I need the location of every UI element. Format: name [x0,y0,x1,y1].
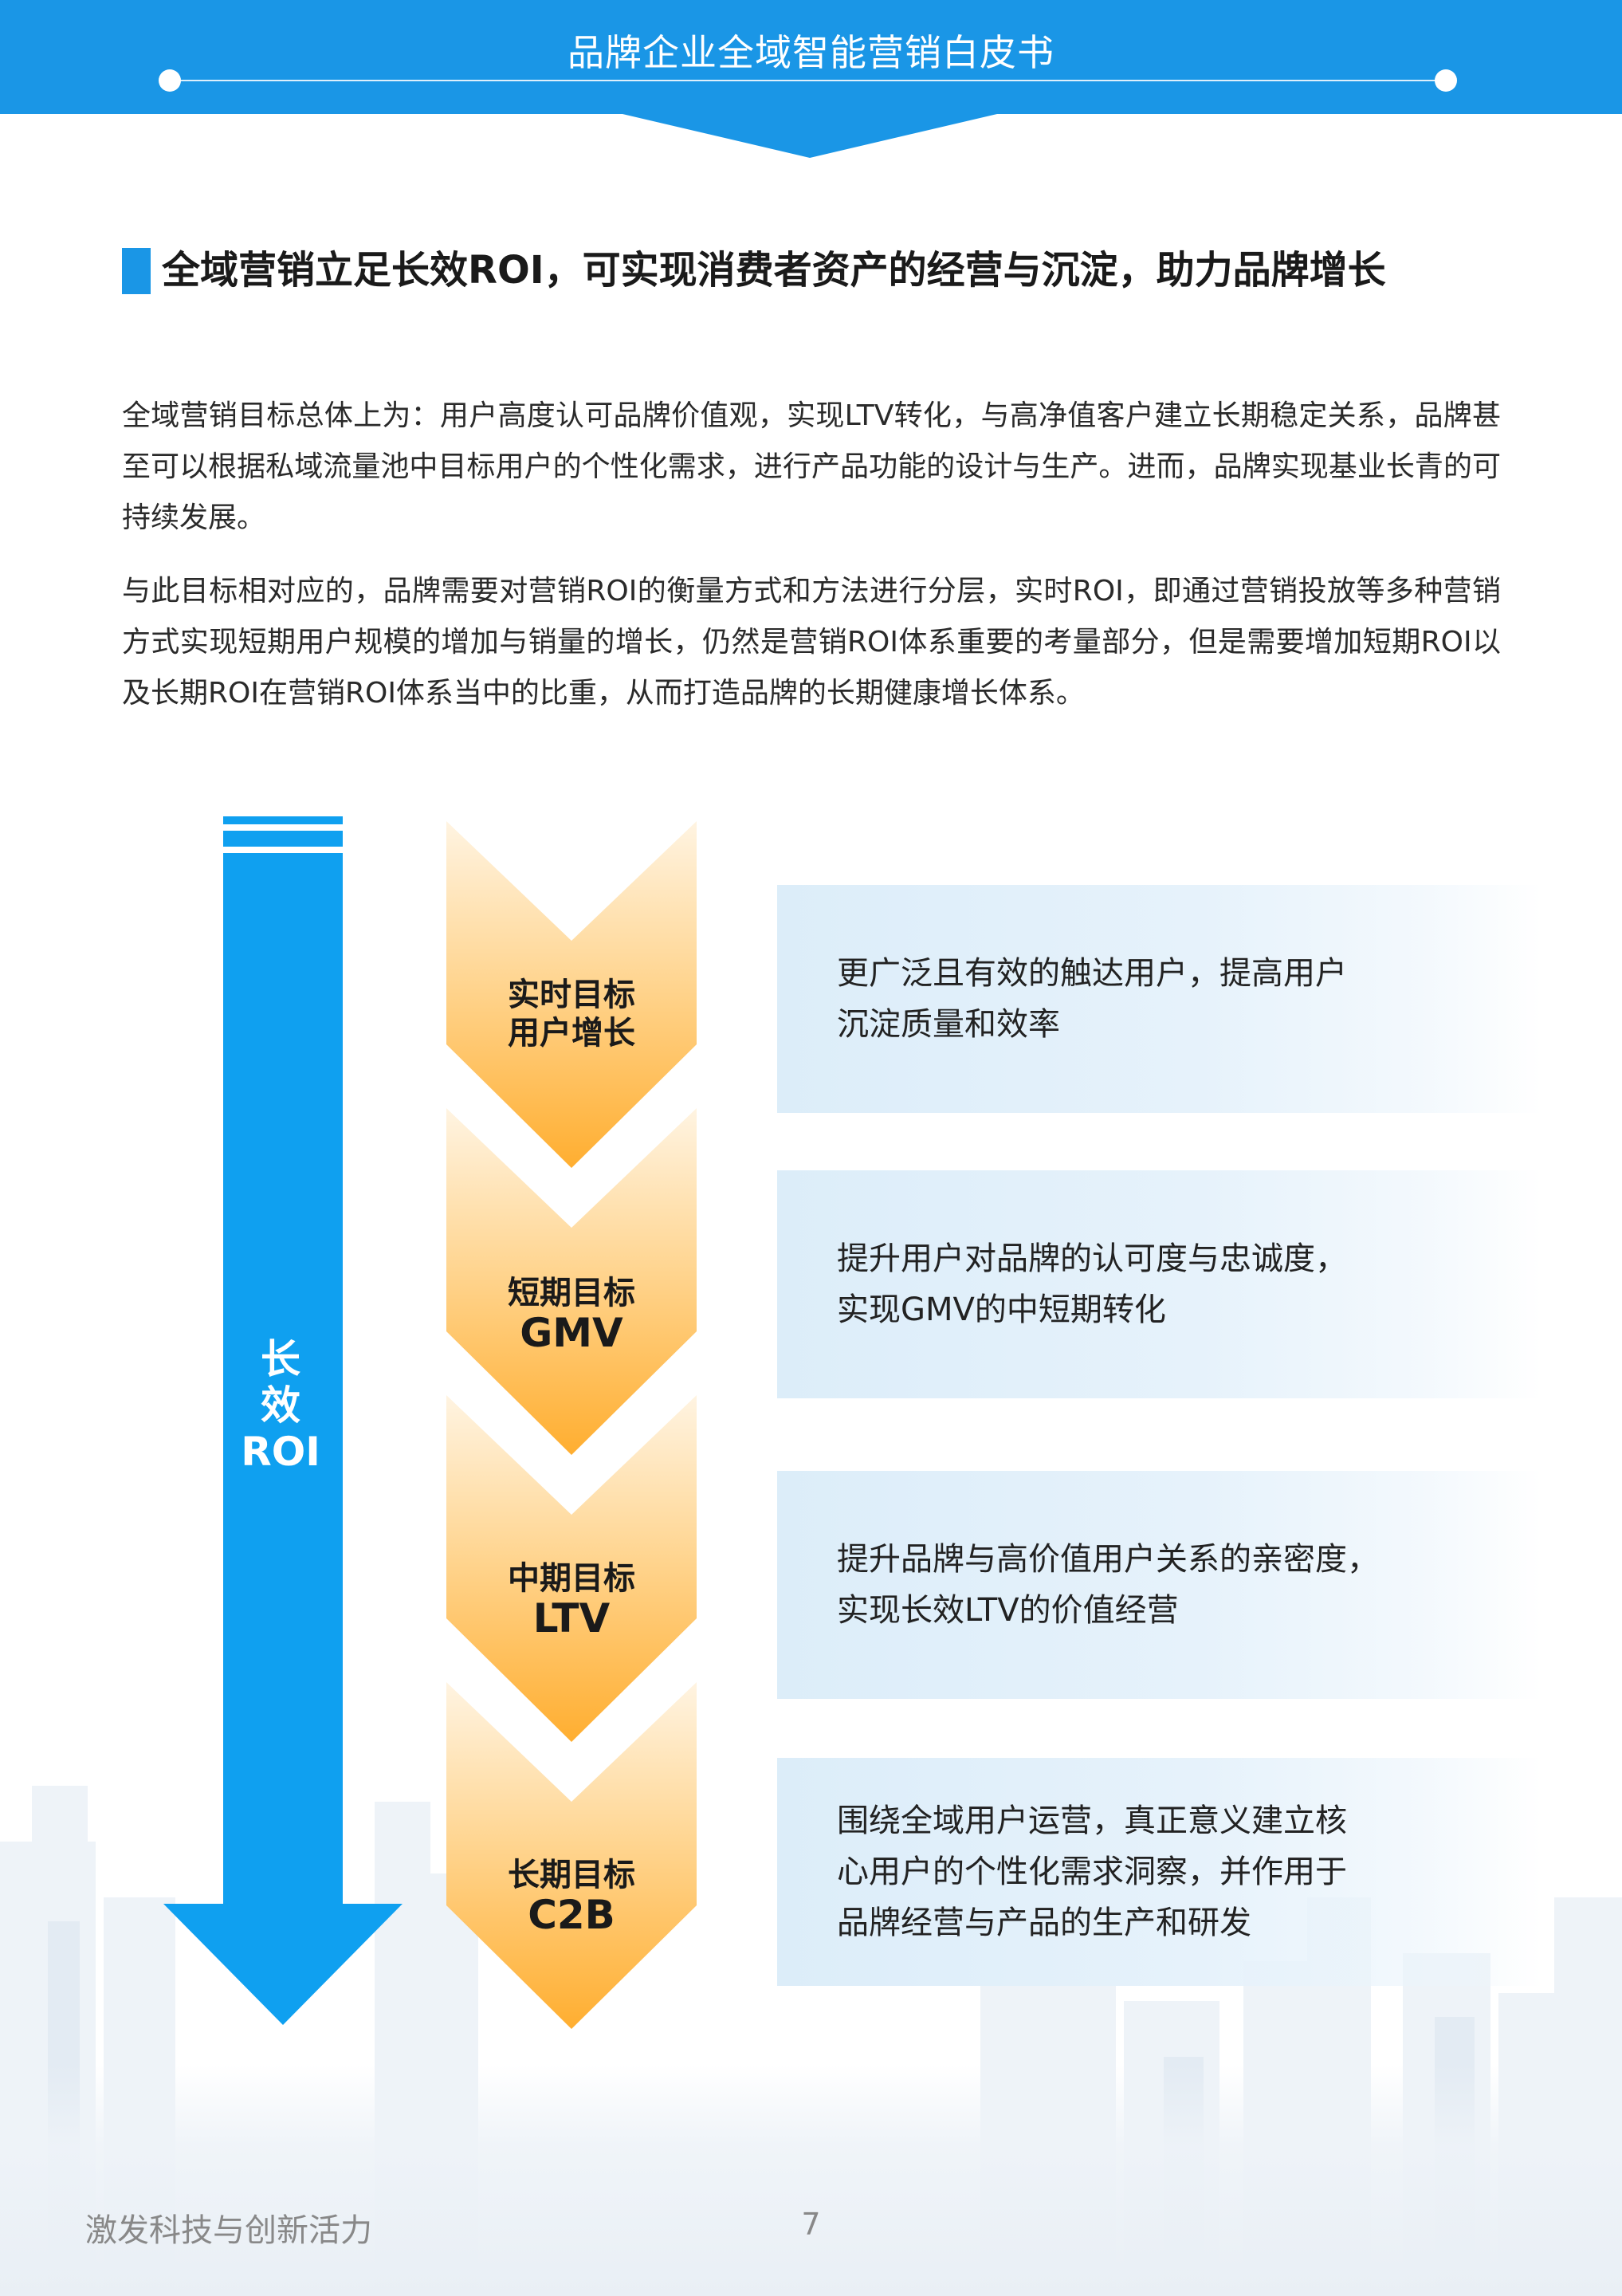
section-heading: 全域营销立足长效ROI，可实现消费者资产的经营与沉淀，助力品牌增长 [162,248,1386,293]
stage-3-description-box: 提升品牌与高价值用户关系的亲密度， 实现长效LTV的价值经营 [777,1471,1542,1699]
stage-2-description: 提升用户对品牌的认可度与忠诚度， 实现GMV的中短期转化 [837,1233,1494,1335]
stage-3-subtitle: LTV [532,1595,611,1641]
stage-1-desc-line-1: 更广泛且有效的触达用户，提高用户 [837,955,1347,992]
header-band: 品牌企业全域智能营销白皮书 [0,0,1622,114]
chevron-2 [446,1108,697,1455]
stage-chevrons [446,821,697,2029]
chevron-4 [446,1682,697,2029]
arrow-label-line-3: ROI [241,1429,320,1475]
footer-slogan: 激发科技与创新活力 [85,2212,372,2249]
section-marker [122,248,151,294]
stage-1-subtitle: 用户增长 [508,1015,635,1052]
stage-1-description: 更广泛且有效的触达用户，提高用户 沉淀质量和效率 [837,948,1494,1050]
stage-4-title: 长期目标 [508,1857,635,1893]
stage-4-description-box: 围绕全域用户运营，真正意义建立核 心用户的个性化需求洞察，并作用于 品牌经营与产… [777,1758,1542,1986]
stage-3-title: 中期目标 [508,1560,635,1597]
stage-2-title: 短期目标 [508,1275,635,1311]
arrow-label-line-1: 长 [261,1336,300,1382]
stage-4-desc-line-1: 围绕全域用户运营，真正意义建立核 [837,1803,1347,1839]
stage-2-label: 短期目标 GMV [446,1274,697,1354]
chevron-3 [446,1395,697,1742]
stage-3-description: 提升品牌与高价值用户关系的亲密度， 实现长效LTV的价值经营 [837,1534,1494,1636]
document-title: 品牌企业全域智能营销白皮书 [568,31,1054,74]
header-dot-left [159,69,181,92]
arrow-label: 长 效 ROI [241,1336,320,1475]
arrow-head [163,1904,403,2025]
stage-2-desc-line-1: 提升用户对品牌的认可度与忠诚度， [837,1240,1347,1277]
stage-2-description-box: 提升用户对品牌的认可度与忠诚度， 实现GMV的中短期转化 [777,1170,1542,1398]
stage-1-title: 实时目标 [508,977,635,1013]
page-number: 7 [801,2207,821,2242]
stage-4-desc-line-2: 心用户的个性化需求洞察，并作用于 [837,1854,1347,1890]
arrow-label-line-2: 效 [261,1382,300,1429]
stage-3-desc-line-1: 提升品牌与高价值用户关系的亲密度， [837,1541,1379,1578]
city-skyline-background [0,1786,1622,2296]
chevron-1 [446,821,697,1168]
header-notch [622,114,997,158]
stage-4-subtitle: C2B [528,1892,615,1938]
stage-2-desc-line-2: 实现GMV的中短期转化 [837,1292,1166,1328]
paragraph-1: 全域营销目标总体上为：用户高度认可品牌价值观，实现LTV转化，与高净值客户建立长… [122,399,1501,534]
stage-4-desc-line-3: 品牌经营与产品的生产和研发 [837,1905,1251,1941]
stage-1-label: 实时目标 用户增长 [446,976,697,1052]
stage-3-label: 中期目标 LTV [446,1559,697,1639]
stage-3-desc-line-2: 实现长效LTV的价值经营 [837,1592,1179,1629]
long-roi-arrow-shape [163,816,403,2025]
paragraph-2: 与此目标相对应的，品牌需要对营销ROI的衡量方式和方法进行分层，实时ROI，即通… [122,575,1501,710]
header-divider-line [171,80,1447,81]
stage-2-subtitle: GMV [520,1310,623,1356]
stage-4-label: 长期目标 C2B [446,1856,697,1936]
arrow-stripe-1 [223,816,343,824]
arrow-shaft [223,853,343,1904]
stage-1-description-box: 更广泛且有效的触达用户，提高用户 沉淀质量和效率 [777,885,1542,1113]
stage-1-desc-line-2: 沉淀质量和效率 [837,1006,1060,1043]
header-dot-right [1435,69,1457,92]
stage-4-description: 围绕全域用户运营，真正意义建立核 心用户的个性化需求洞察，并作用于 品牌经营与产… [837,1795,1494,1948]
arrow-stripe-2 [223,831,343,847]
